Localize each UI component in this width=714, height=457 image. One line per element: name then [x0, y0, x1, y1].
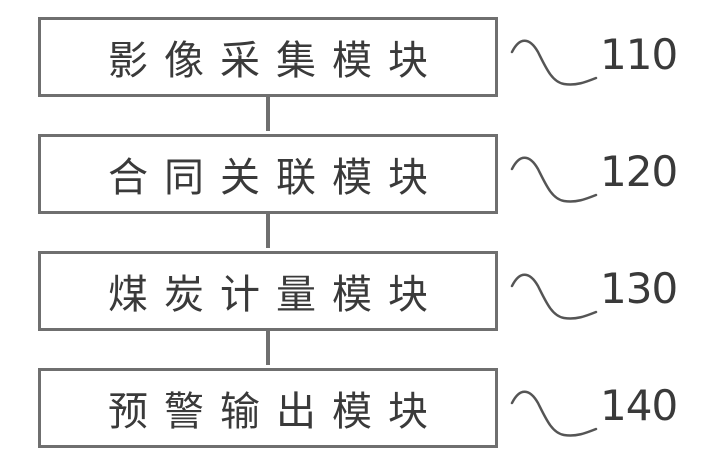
- module-label: 煤炭计量模块: [92, 262, 444, 320]
- module-label: 影像采集模块: [92, 28, 444, 86]
- module-box-image-capture: 影像采集模块: [38, 17, 498, 97]
- reference-number-130: 130: [600, 264, 677, 313]
- connector-110-120: [266, 97, 270, 131]
- leader-line-140: [510, 381, 598, 441]
- leader-line-120: [510, 147, 598, 207]
- reference-number-120: 120: [600, 147, 677, 196]
- reference-number-110: 110: [600, 30, 677, 79]
- leader-line-110: [510, 30, 598, 90]
- module-box-warning-output: 预警输出模块: [38, 368, 498, 448]
- connector-120-130: [266, 214, 270, 248]
- leader-line-130: [510, 264, 598, 324]
- module-label: 预警输出模块: [92, 379, 444, 437]
- module-label: 合同关联模块: [92, 145, 444, 203]
- module-box-contract-association: 合同关联模块: [38, 134, 498, 214]
- module-box-coal-metering: 煤炭计量模块: [38, 251, 498, 331]
- connector-130-140: [266, 331, 270, 365]
- reference-number-140: 140: [600, 381, 677, 430]
